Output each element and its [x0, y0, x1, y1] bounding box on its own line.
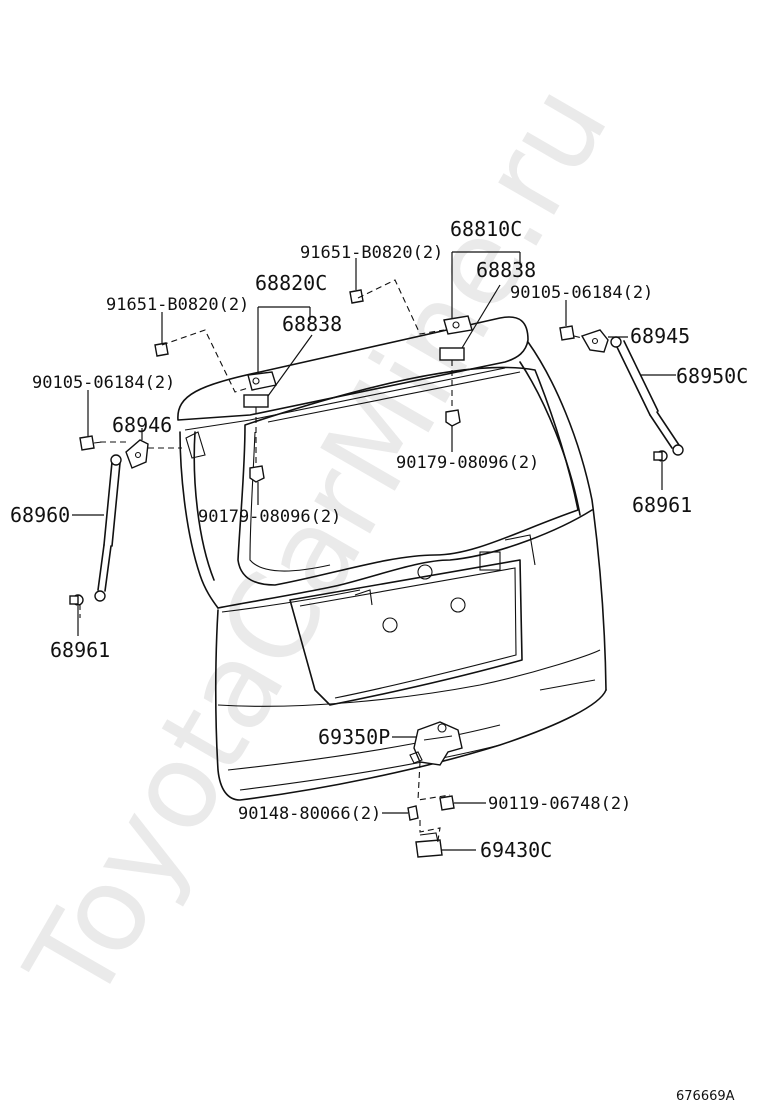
strut-right [610, 336, 684, 456]
back-door-panel [177, 316, 607, 801]
clip-center [445, 409, 461, 427]
assembly-lines [79, 279, 583, 841]
diagram-code: 676669A [676, 1089, 735, 1104]
label-bolt-lock: 90119-06748(2) [488, 794, 631, 814]
bracket-right [580, 329, 609, 353]
label-striker: 69430C [480, 838, 552, 862]
label-bolt-upper-left: 91651-B0820(2) [106, 295, 249, 315]
nut-right [559, 325, 575, 341]
label-screw-striker: 90148-80066(2) [238, 804, 381, 824]
label-strut-right: 68950C [676, 364, 748, 388]
bolt-upper-center [349, 289, 364, 304]
label-hinge-left-sub: 68838 [282, 312, 342, 336]
bolt-upper-left [154, 342, 169, 357]
label-clip-center: 90179-08096(2) [396, 453, 539, 473]
ball-right [653, 450, 668, 462]
hinge-left [243, 371, 277, 408]
label-strut-left: 68960 [10, 503, 70, 527]
label-hinge-center: 68810C [450, 217, 522, 241]
screw-striker [407, 805, 419, 821]
label-nut-left: 90105-06184(2) [32, 373, 175, 393]
label-lock: 69350P [318, 725, 390, 749]
label-ball-left: 68961 [50, 638, 110, 662]
label-bolt-upper-center: 91651-B0820(2) [300, 243, 443, 263]
label-clip-left: 90179-08096(2) [198, 507, 341, 527]
hinge-center [439, 315, 473, 361]
label-nut-right: 90105-06184(2) [510, 283, 653, 303]
bolt-lock [439, 795, 455, 811]
striker [415, 832, 443, 858]
ball-left [69, 594, 84, 606]
bracket-left [125, 439, 149, 469]
label-ball-right: 68961 [632, 493, 692, 517]
lock-assembly [409, 721, 463, 766]
watermark: ToyotaCarMine.ru [0, 62, 635, 1025]
strut-left [94, 454, 122, 602]
leader-lines [72, 251, 676, 851]
label-bracket-left: 68946 [112, 413, 172, 437]
nut-left [79, 435, 103, 451]
clip-left [249, 465, 265, 483]
label-bracket-right: 68945 [630, 324, 690, 348]
label-hinge-center-sub: 68838 [476, 258, 536, 282]
label-hinge-left: 68820C [255, 271, 327, 295]
